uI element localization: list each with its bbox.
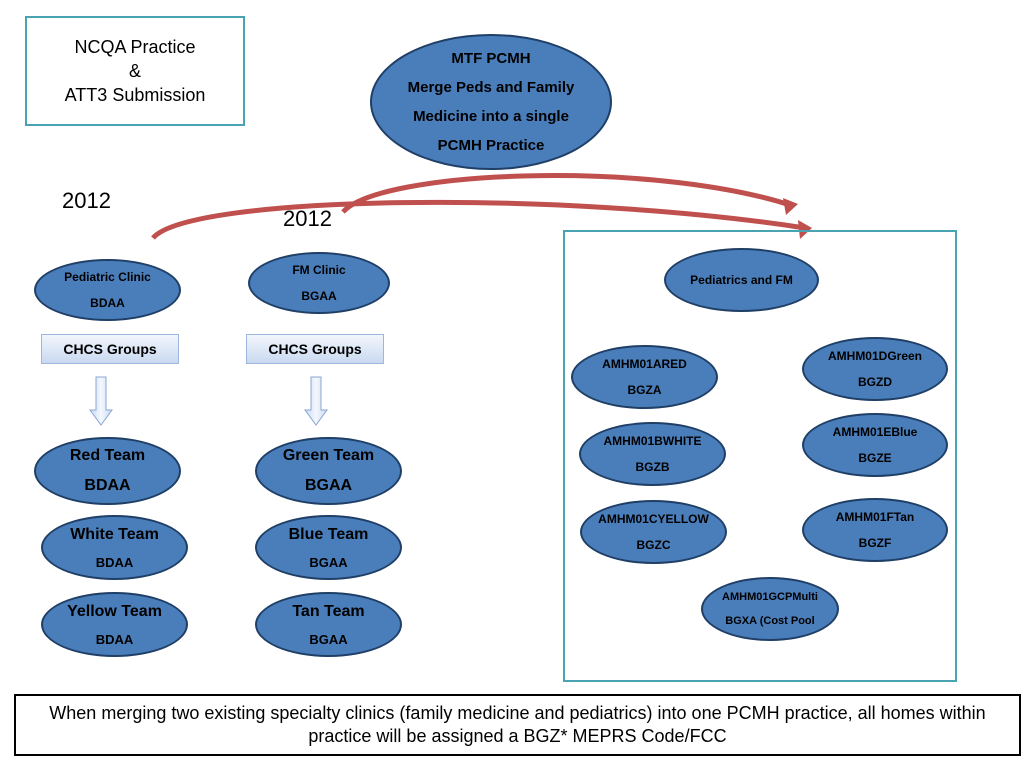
team-name: Green Team (282, 447, 375, 464)
footer-note: When merging two existing specialty clin… (14, 694, 1021, 756)
merge-arrow-from-fm (341, 173, 798, 215)
mtf-line1: MTF PCMH (451, 50, 531, 67)
team-code: BDAA (84, 477, 131, 494)
group-name: AMHM01CYELLOW (598, 512, 709, 526)
mtf-line4: PCMH Practice (437, 137, 545, 154)
pediatrics-fm-ellipse: Pediatrics and FM (664, 248, 819, 312)
group-ellipse-bwhite: AMHM01BWHITE BGZB (579, 422, 726, 486)
group-code: BGZC (636, 538, 671, 552)
team-ellipse-green: Green Team BGAA (255, 437, 402, 505)
team-name: Red Team (69, 447, 146, 464)
group-code: BGXA (Cost Pool (725, 615, 815, 627)
fm-clinic-name: FM Clinic (292, 263, 346, 277)
group-ellipse-gcpmulti: AMHM01GCPMulti BGXA (Cost Pool (701, 577, 839, 641)
team-ellipse-tan: Tan Team BGAA (255, 592, 402, 657)
merged-title: Pediatrics and FM (690, 273, 793, 287)
chcs-groups-left: CHCS Groups (41, 334, 179, 364)
down-arrow-right (304, 376, 328, 426)
group-name: AMHM01FTan (835, 510, 915, 524)
group-name: AMHM01BWHITE (603, 434, 702, 448)
team-code: BDAA (95, 554, 134, 570)
ncqa-line1: NCQA Practice (74, 37, 196, 57)
team-ellipse-red: Red Team BDAA (34, 437, 181, 505)
team-code: BGAA (309, 631, 348, 647)
group-code: BGZA (627, 383, 662, 397)
pediatric-clinic-name: Pediatric Clinic (64, 270, 151, 284)
merged-practice-box (563, 230, 957, 682)
mtf-pcmh-ellipse: MTF PCMH Merge Peds and Family Medicine … (370, 34, 612, 170)
team-name: Blue Team (288, 525, 369, 543)
year-label-left: 2012 (62, 188, 111, 213)
team-ellipse-blue: Blue Team BGAA (255, 515, 402, 580)
group-name: AMHM01EBlue (832, 425, 918, 439)
mtf-line2: Merge Peds and Family (407, 79, 575, 96)
group-ellipse-ared: AMHM01ARED BGZA (571, 345, 718, 409)
pediatric-clinic-code: BDAA (90, 296, 125, 310)
group-name: AMHM01DGreen (827, 349, 923, 363)
chcs-groups-right: CHCS Groups (246, 334, 384, 364)
fm-clinic-code: BGAA (301, 289, 337, 303)
group-ellipse-dgreen: AMHM01DGreen BGZD (802, 337, 948, 401)
group-code: BGZF (858, 536, 892, 550)
group-name: AMHM01GCPMulti (722, 591, 818, 603)
footer-text: When merging two existing specialty clin… (49, 703, 986, 746)
year-label-middle: 2012 (283, 206, 332, 231)
team-ellipse-white: White Team BDAA (41, 515, 188, 580)
team-name: Tan Team (292, 602, 365, 620)
group-code: BGZE (858, 451, 892, 465)
team-name: White Team (70, 525, 159, 543)
team-code: BGAA (304, 477, 353, 494)
pediatric-clinic-ellipse: Pediatric Clinic BDAA (34, 259, 181, 321)
group-ellipse-cyellow: AMHM01CYELLOW BGZC (580, 500, 727, 564)
group-code: BGZD (858, 375, 892, 389)
team-code: BDAA (95, 631, 134, 647)
group-ellipse-ftan: AMHM01FTan BGZF (802, 498, 948, 562)
team-name: Yellow Team (67, 602, 162, 620)
group-code: BGZB (635, 460, 670, 474)
ncqa-submission-box: NCQA Practice & ATT3 Submission (25, 16, 245, 126)
ncqa-line3: ATT3 Submission (64, 85, 206, 105)
group-name: AMHM01ARED (602, 357, 687, 371)
down-arrow-left (89, 376, 113, 426)
ncqa-line2: & (128, 61, 141, 81)
fm-clinic-ellipse: FM Clinic BGAA (248, 252, 390, 314)
team-ellipse-yellow: Yellow Team BDAA (41, 592, 188, 657)
team-code: BGAA (309, 554, 348, 570)
group-ellipse-eblue: AMHM01EBlue BGZE (802, 413, 948, 477)
merge-arrow-from-peds (151, 199, 812, 240)
mtf-line3: Medicine into a single (413, 108, 569, 125)
